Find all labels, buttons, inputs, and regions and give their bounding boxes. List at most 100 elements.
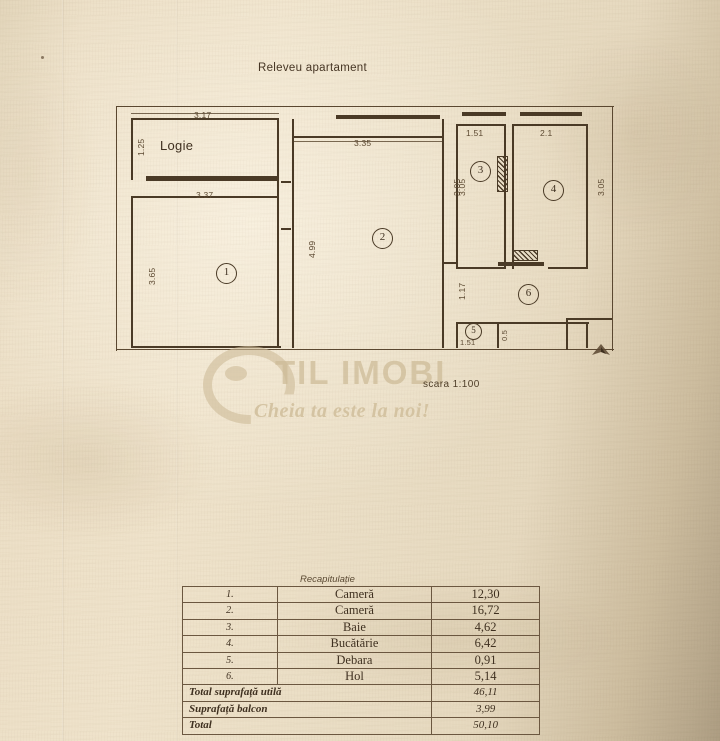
dim-room2-lower-right: 1.17 xyxy=(457,282,467,300)
row-value: 5,14 xyxy=(431,668,540,686)
row-index: 2. xyxy=(182,602,278,620)
table-total-row: Total 50,10 xyxy=(181,717,540,735)
dim-room3-width: 1.51 xyxy=(466,128,484,138)
wall-outer-top xyxy=(116,106,614,108)
wall-outer-right xyxy=(612,106,614,351)
table-row: 5. Debara 0,91 xyxy=(182,651,540,670)
dim-room1-width: 3.37 xyxy=(196,190,214,200)
dim-line-top-1 xyxy=(131,113,279,114)
wall-logie-left xyxy=(131,118,133,180)
wall-room1-top xyxy=(131,196,279,198)
page-title: Releveu apartament xyxy=(258,62,367,74)
wall-debara-top xyxy=(456,322,498,324)
wall-room3-bottom xyxy=(456,267,506,269)
dim-room2-width: 3.35 xyxy=(354,138,372,148)
dim-line-top-2 xyxy=(294,141,442,142)
table-row: 3. Baie 4,62 xyxy=(182,618,540,637)
wall-room2-right xyxy=(442,119,444,348)
room-number-6: 6 xyxy=(518,284,539,305)
row-name: Debara xyxy=(276,651,433,670)
room-number-2: 2 xyxy=(372,228,393,249)
row-value: 4,62 xyxy=(431,618,540,637)
table-row: 4. Bucătărie 6,42 xyxy=(182,635,540,653)
row-value: 12,30 xyxy=(431,585,540,604)
wall-ext-step-h xyxy=(566,318,612,320)
wall-hall-left xyxy=(456,324,458,348)
total-label: Suprafață balcon xyxy=(181,700,433,719)
table-total-row: Suprafață balcon 3,99 xyxy=(181,700,540,719)
table-row: 6. Hol 5,14 xyxy=(182,668,540,686)
wall-room3-right xyxy=(504,124,506,269)
door-jamb-room2-upper xyxy=(281,181,291,183)
wall-room2-top xyxy=(292,136,444,138)
row-value: 0,91 xyxy=(431,651,540,670)
wall-ext-step-v xyxy=(566,318,568,350)
wall-room1-bottom xyxy=(131,346,281,348)
row-index: 5. xyxy=(182,651,278,670)
row-index: 3. xyxy=(182,618,278,637)
recapitulation-table: 1. Cameră 12,30 2. Cameră 16,72 3. Baie … xyxy=(181,585,540,735)
dim-logie-depth: 1.25 xyxy=(136,138,146,156)
dim-room4-height: 3.05 xyxy=(596,178,606,196)
scale-label: scara 1:100 xyxy=(423,379,480,390)
paper-crease xyxy=(176,0,178,741)
dim-logie-width: 3.17 xyxy=(194,110,212,120)
row-name: Cameră xyxy=(276,585,433,604)
row-value: 6,42 xyxy=(431,635,540,653)
logie-label: Logie xyxy=(160,138,194,153)
window-room3 xyxy=(462,112,506,116)
row-name: Cameră xyxy=(276,602,433,620)
room-number-5: 5 xyxy=(465,323,482,340)
wall-logie-right xyxy=(277,118,279,180)
wall-logie-top xyxy=(131,118,279,120)
watermark-tagline: Cheia ta este la noi! xyxy=(254,400,431,422)
door-jamb-room2-lower xyxy=(281,228,291,230)
wall-room4-left xyxy=(512,124,514,269)
total-value: 50,10 xyxy=(431,717,540,735)
wall-logie-bottom-parapet xyxy=(146,176,279,181)
wall-room4-bottom xyxy=(548,267,588,269)
wall-hall-top xyxy=(497,322,589,324)
dim-room4-width: 2.1 xyxy=(540,128,553,138)
wall-room4-right xyxy=(586,124,588,269)
dim-room3-height: 3.05 xyxy=(452,178,462,196)
dim-room2-height-left: 4.99 xyxy=(307,240,317,258)
total-value: 46,11 xyxy=(431,684,540,702)
table-caption: Recapitulație xyxy=(300,574,355,585)
north-arrow-icon xyxy=(592,344,610,355)
wall-room3-left xyxy=(456,124,458,269)
total-value: 3,99 xyxy=(431,700,540,719)
table-row: 2. Cameră 16,72 xyxy=(182,602,540,620)
room-number-1: 1 xyxy=(216,263,237,284)
counter-room4 xyxy=(498,262,544,266)
wall-room1-left xyxy=(131,196,133,348)
door-jamb-room2-right xyxy=(444,262,456,264)
wall-room1-right xyxy=(277,181,279,348)
wall-hall-mid xyxy=(497,322,499,348)
row-name: Hol xyxy=(276,668,433,686)
row-value: 16,72 xyxy=(431,602,540,620)
ink-speck xyxy=(41,56,44,59)
fixture-room4-sink xyxy=(512,250,538,261)
paper-crease xyxy=(62,0,64,741)
row-name: Baie xyxy=(276,618,433,637)
wall-hall-right xyxy=(586,322,588,348)
wall-outer-bottom xyxy=(116,349,614,351)
dim-room1-height: 3.65 xyxy=(147,267,157,285)
floor-plan-drawing: Logie 3.17 1.25 3.37 3.65 1 3.35 4.99 3.… xyxy=(116,106,614,355)
dim-room5-depth: 0.5 xyxy=(500,329,509,341)
wall-room4-top xyxy=(512,124,588,126)
wall-outer-left xyxy=(116,106,118,351)
total-label: Total suprafață utilă xyxy=(181,684,433,702)
room-number-3: 3 xyxy=(470,161,491,182)
fixture-room3-bath xyxy=(497,156,508,192)
wall-room3-top xyxy=(456,124,506,126)
row-index: 4. xyxy=(182,635,278,653)
dim-room5-width: 1.51 xyxy=(460,338,476,347)
row-name: Bucătărie xyxy=(276,635,433,653)
total-label: Total xyxy=(181,717,433,735)
window-room2-top xyxy=(336,115,440,119)
row-index: 6. xyxy=(182,668,278,686)
table-row: 1. Cameră 12,30 xyxy=(182,585,540,604)
